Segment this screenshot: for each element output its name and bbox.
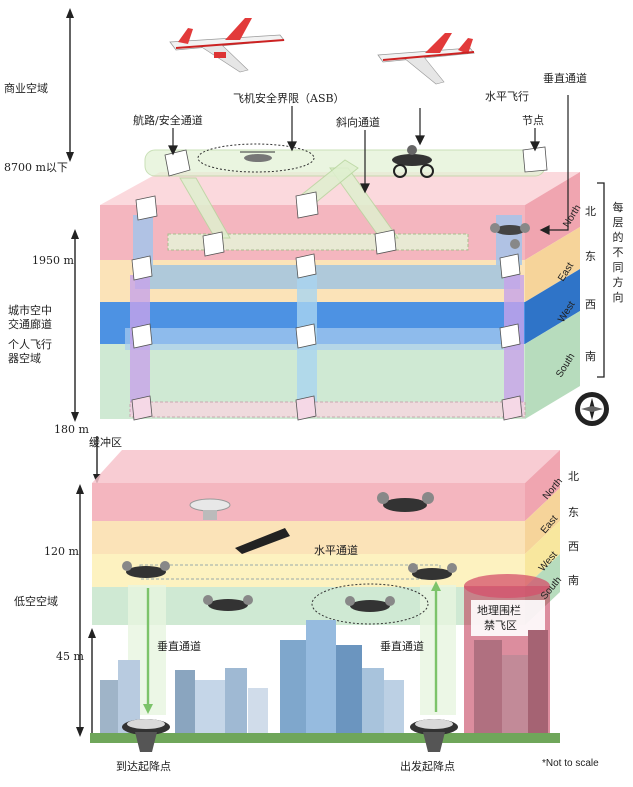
layer-bracket	[597, 182, 605, 378]
arrival-pad-label: 到达起降点	[116, 760, 171, 773]
uam-corridor-arrow	[71, 229, 79, 422]
vertical-channel-label-left: 垂直通道	[157, 640, 201, 653]
upper-cn-north: 北	[585, 205, 596, 218]
upper-cn-west: 西	[585, 298, 596, 311]
vertical-channel-label-top: 垂直通道	[543, 72, 587, 85]
layer-east-lower	[92, 521, 525, 554]
node-label: 节点	[522, 114, 544, 127]
geofence-label-2: 禁飞区	[484, 619, 517, 632]
lower-cn-west: 西	[568, 540, 579, 553]
grey-drone-icon-3	[408, 563, 457, 580]
lower-drones	[122, 492, 457, 612]
lower-cn-south: 南	[568, 574, 579, 587]
lower-block	[92, 450, 560, 715]
airplane-left-icon	[169, 18, 285, 73]
air-route-tube	[144, 143, 546, 239]
white-drone-icon	[189, 498, 231, 520]
horizontal-flight-label: 水平飞行	[485, 90, 529, 103]
alt-8700-label: 8700 m以下	[4, 161, 68, 174]
upper-block	[100, 172, 580, 419]
air-route-label: 航路/安全通道	[133, 114, 203, 127]
grey-drone-icon-1	[377, 492, 434, 512]
diagonal-channel-label: 斜向通道	[336, 116, 380, 129]
arrival-vertiport-icon	[122, 719, 170, 752]
commercial-airspace-label: 商业空域	[4, 82, 48, 95]
buffer-zone-label: 缓冲区	[89, 436, 122, 449]
upper-cn-south: 南	[585, 350, 596, 363]
pav-airspace-label-2: 器空域	[8, 352, 41, 365]
layer-north-lower	[92, 483, 525, 521]
low-airspace-label: 低空空域	[14, 595, 58, 608]
layer-direction-note: 每层的不同方向	[612, 201, 624, 304]
low-airspace-arrow	[76, 484, 84, 737]
upper-cn-east: 东	[585, 250, 596, 263]
lower-cn-north: 北	[568, 470, 579, 483]
grey-drone-icon-5	[345, 596, 395, 612]
uam-corridor-label-2: 交通廊道	[8, 318, 52, 331]
not-to-scale-note: *Not to scale	[542, 758, 599, 769]
asb-label: 飞机安全界限（ASB）	[233, 92, 345, 105]
node-cubes	[131, 146, 548, 421]
vertical-channel-label-right: 垂直通道	[380, 640, 424, 653]
city-skyline	[90, 620, 560, 743]
alt-45-label: 45 m	[56, 650, 84, 663]
compass-icon	[575, 392, 609, 426]
asb-ellipse	[197, 143, 315, 173]
upper-drone-icon	[490, 223, 530, 249]
departure-pad-label: 出发起降点	[400, 760, 455, 773]
alt-120-label: 120 m	[44, 545, 79, 558]
geofence-label-1: 地理围栏	[477, 604, 521, 617]
evtol-icon	[392, 145, 434, 178]
alt-1950-label: 1950 m	[32, 254, 74, 267]
pav-airspace-label-1: 个人飞行	[8, 338, 52, 351]
alt-180-label: 180 m	[54, 423, 89, 436]
top-label-leaders	[168, 95, 569, 235]
grey-drone-icon-4	[203, 595, 253, 611]
black-drone-icon	[235, 528, 290, 554]
lower-cn-east: 东	[568, 506, 579, 519]
departure-vertiport-icon	[410, 719, 458, 752]
alt-45-arrow	[88, 628, 96, 733]
grey-drone-icon-2	[122, 561, 170, 578]
commercial-airspace-arrow	[66, 8, 74, 162]
airplane-right-icon	[377, 33, 475, 85]
horizontal-channel-label: 水平通道	[314, 544, 358, 557]
uam-corridor-label-1: 城市空中	[8, 304, 52, 317]
helicopter-icon	[240, 151, 275, 162]
